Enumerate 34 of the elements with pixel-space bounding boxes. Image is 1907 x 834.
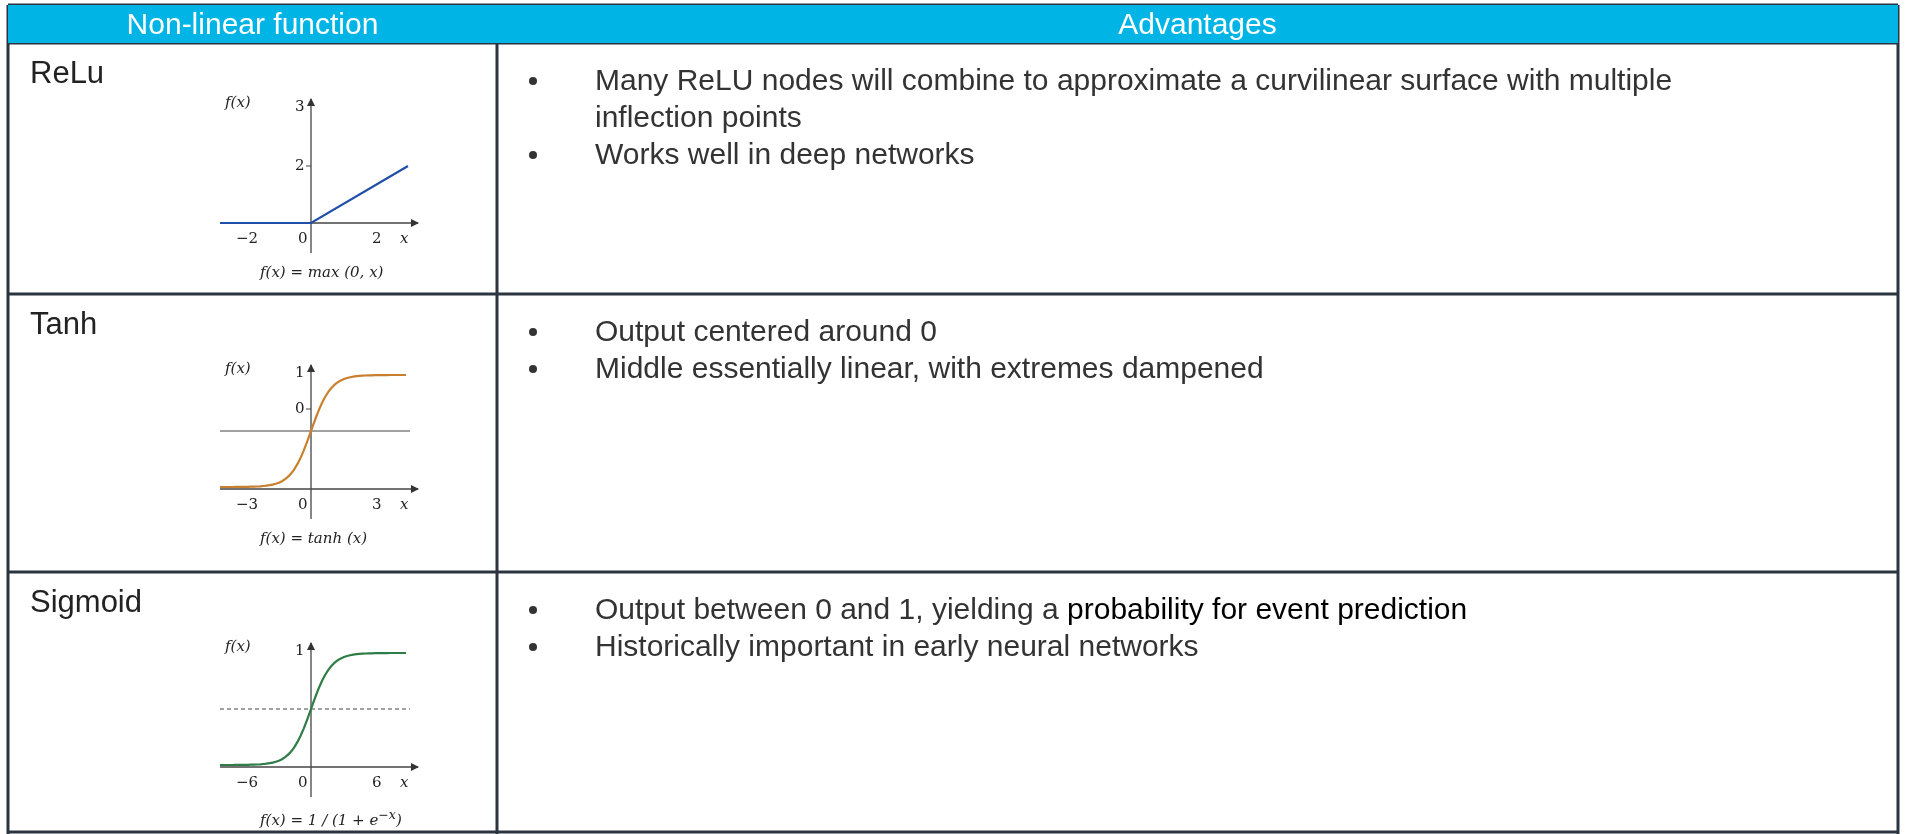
tick-label: 1 [295,641,305,659]
axis-label: f(x) [225,637,251,655]
tick-label: 0 [295,399,305,417]
tick-label: 1 [295,363,305,381]
bullet-point: Middle essentially linear, with extremes dampened [595,351,1264,384]
tick-label: 2 [372,229,382,247]
bullet-point: Output between 0 and 1, yielding a probability for event prediction [595,592,1468,625]
tick-label: 3 [372,495,382,513]
function-name: Tanh [30,306,98,342]
tick-label: −2 [236,229,259,247]
tick-label: 0 [298,495,308,513]
tick-label: 2 [295,156,305,174]
formula: f(x) = 1 / (1 + e$^{−x}$) [260,807,402,829]
axis-label: x [400,229,409,247]
axis-label: x [400,495,409,513]
formula: f(x) = max (0, x) [260,263,384,281]
formula: f(x) = tanh (x) [260,529,368,547]
bullet-point: Works well in deep networks [595,137,975,170]
function-name: ReLu [30,55,105,91]
bullet-point: Historically important in early neural networks [595,629,1199,662]
column-header: Advantages [497,5,1898,43]
tick-label: 0 [298,229,308,247]
tick-label: −6 [236,773,259,791]
function-name: Sigmoid [30,584,142,620]
tick-label: 3 [295,97,305,115]
axis-label: f(x) [225,359,251,377]
axis-label: f(x) [225,93,251,111]
tick-label: −3 [236,495,259,513]
bullet-point: Many ReLU nodes will combine to approximate a curvilinear surface with multiple inflection points [595,63,1673,133]
tick-label: 6 [372,773,382,791]
bullet-point: Output centered around 0 [595,314,937,347]
tick-label: 0 [298,773,308,791]
axis-label: x [400,773,409,791]
column-header: Non-linear function [8,5,497,43]
